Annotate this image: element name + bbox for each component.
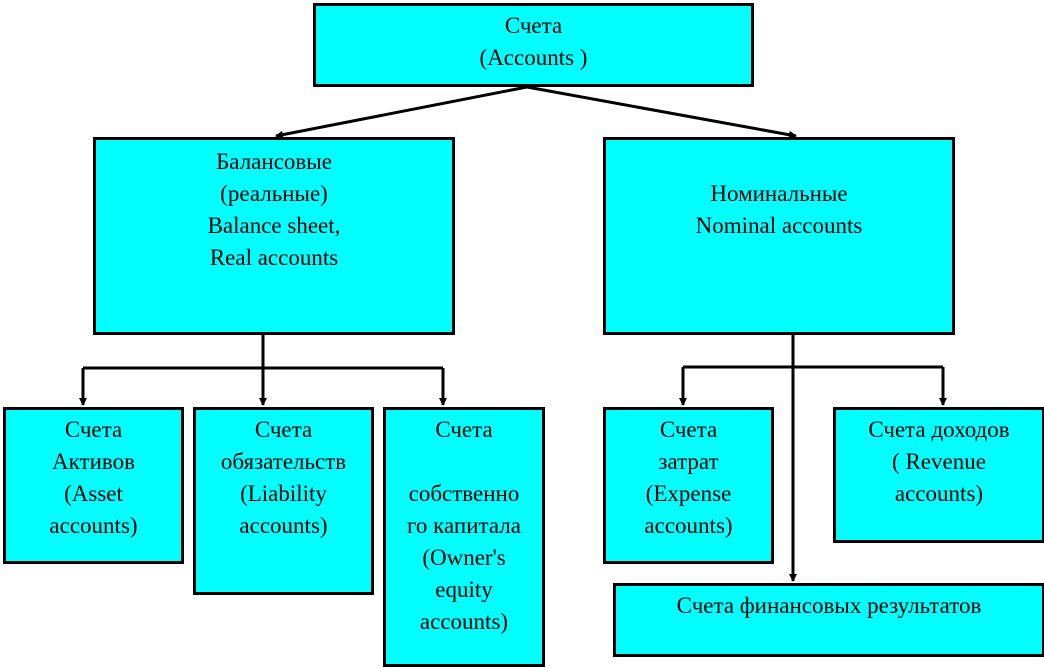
equity-label-line: (Owner's (422, 545, 506, 570)
equity-label-line: Счета (435, 417, 493, 442)
node-expense: Счета затрат (Expense accounts) (603, 407, 774, 564)
liability-label-line: accounts) (239, 513, 328, 538)
root-label-line: Счета (504, 13, 563, 38)
equity-label-line: accounts) (419, 609, 509, 634)
equity-label-line: го капитала (407, 513, 521, 538)
root-label-line: (Accounts ) (479, 45, 588, 70)
balance-label-line: Балансовые (216, 149, 332, 174)
equity-label-line: собственно (408, 481, 520, 506)
expense-label-line: затрат (658, 449, 719, 474)
edge-root-balance (275, 85, 528, 139)
revenue-label-line: ( Revenue (892, 449, 986, 474)
expense-label-line: (Expense (645, 481, 732, 506)
balance-label-line: (реальные) (220, 181, 328, 206)
financial-label-line: Счета финансовых результатов (676, 593, 982, 618)
expense-label-line: Счета (659, 417, 718, 442)
balance-label-line: Real accounts (209, 245, 339, 270)
node-financial: Счета финансовых результатов (613, 583, 1044, 657)
node-root: Счета (Accounts ) (313, 3, 754, 87)
nominal-label-line: Nominal accounts (695, 213, 863, 238)
node-balance: Балансовые (реальные) Balance sheet, Real a… (93, 137, 455, 335)
asset-label-line: (Asset (64, 481, 123, 506)
node-revenue: Счета доходов ( Revenue accounts) (833, 407, 1044, 543)
nominal-label-line: Номинальные (710, 181, 848, 206)
liability-label-line: обязательств (220, 449, 347, 474)
revenue-label-line: Счета доходов (868, 417, 1010, 442)
equity-label-line: equity (435, 577, 493, 602)
asset-label-line: accounts) (49, 513, 138, 538)
asset-label-line: Активов (52, 449, 135, 474)
node-equity: Счета собственно го капитала (Owner's equit… (383, 407, 545, 667)
asset-label-line: Счета (64, 417, 123, 442)
balance-label-line: Balance sheet, (207, 213, 341, 238)
equity-label-line (386, 446, 542, 478)
node-liability: Счета обязательств (Liability accounts) (193, 407, 374, 595)
expense-label-line: accounts) (644, 513, 733, 538)
liability-label-line: (Liability (240, 481, 327, 506)
revenue-label-line: accounts) (894, 481, 984, 506)
liability-label-line: Счета (254, 417, 313, 442)
edge-root-nominal (526, 85, 797, 139)
